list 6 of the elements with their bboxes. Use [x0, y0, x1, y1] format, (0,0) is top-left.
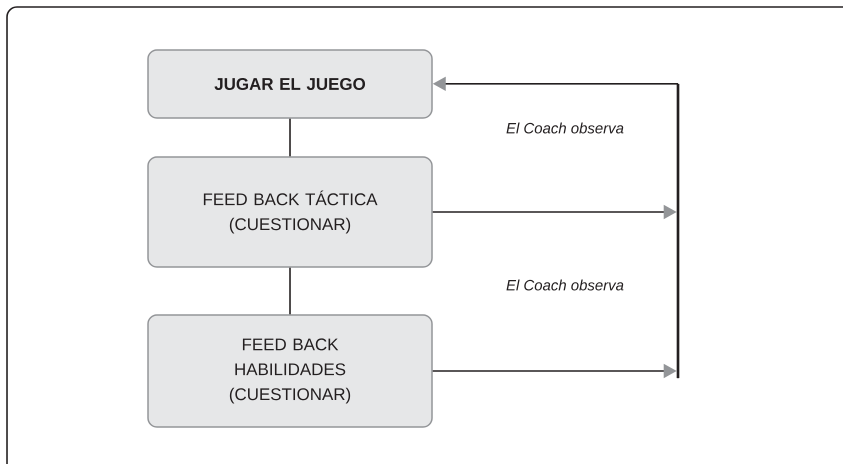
feedback-line: [676, 84, 680, 378]
process-box: FEED BACK TÁCTICA (CUESTIONAR): [147, 156, 433, 268]
annotation: El Coach observa: [506, 280, 624, 290]
process-box: FEED BACK HABILIDADES (CUESTIONAR): [147, 314, 433, 428]
annotation: El Coach observa: [506, 122, 624, 134]
process-box: JUGAR EL JUEGO: [147, 49, 433, 119]
